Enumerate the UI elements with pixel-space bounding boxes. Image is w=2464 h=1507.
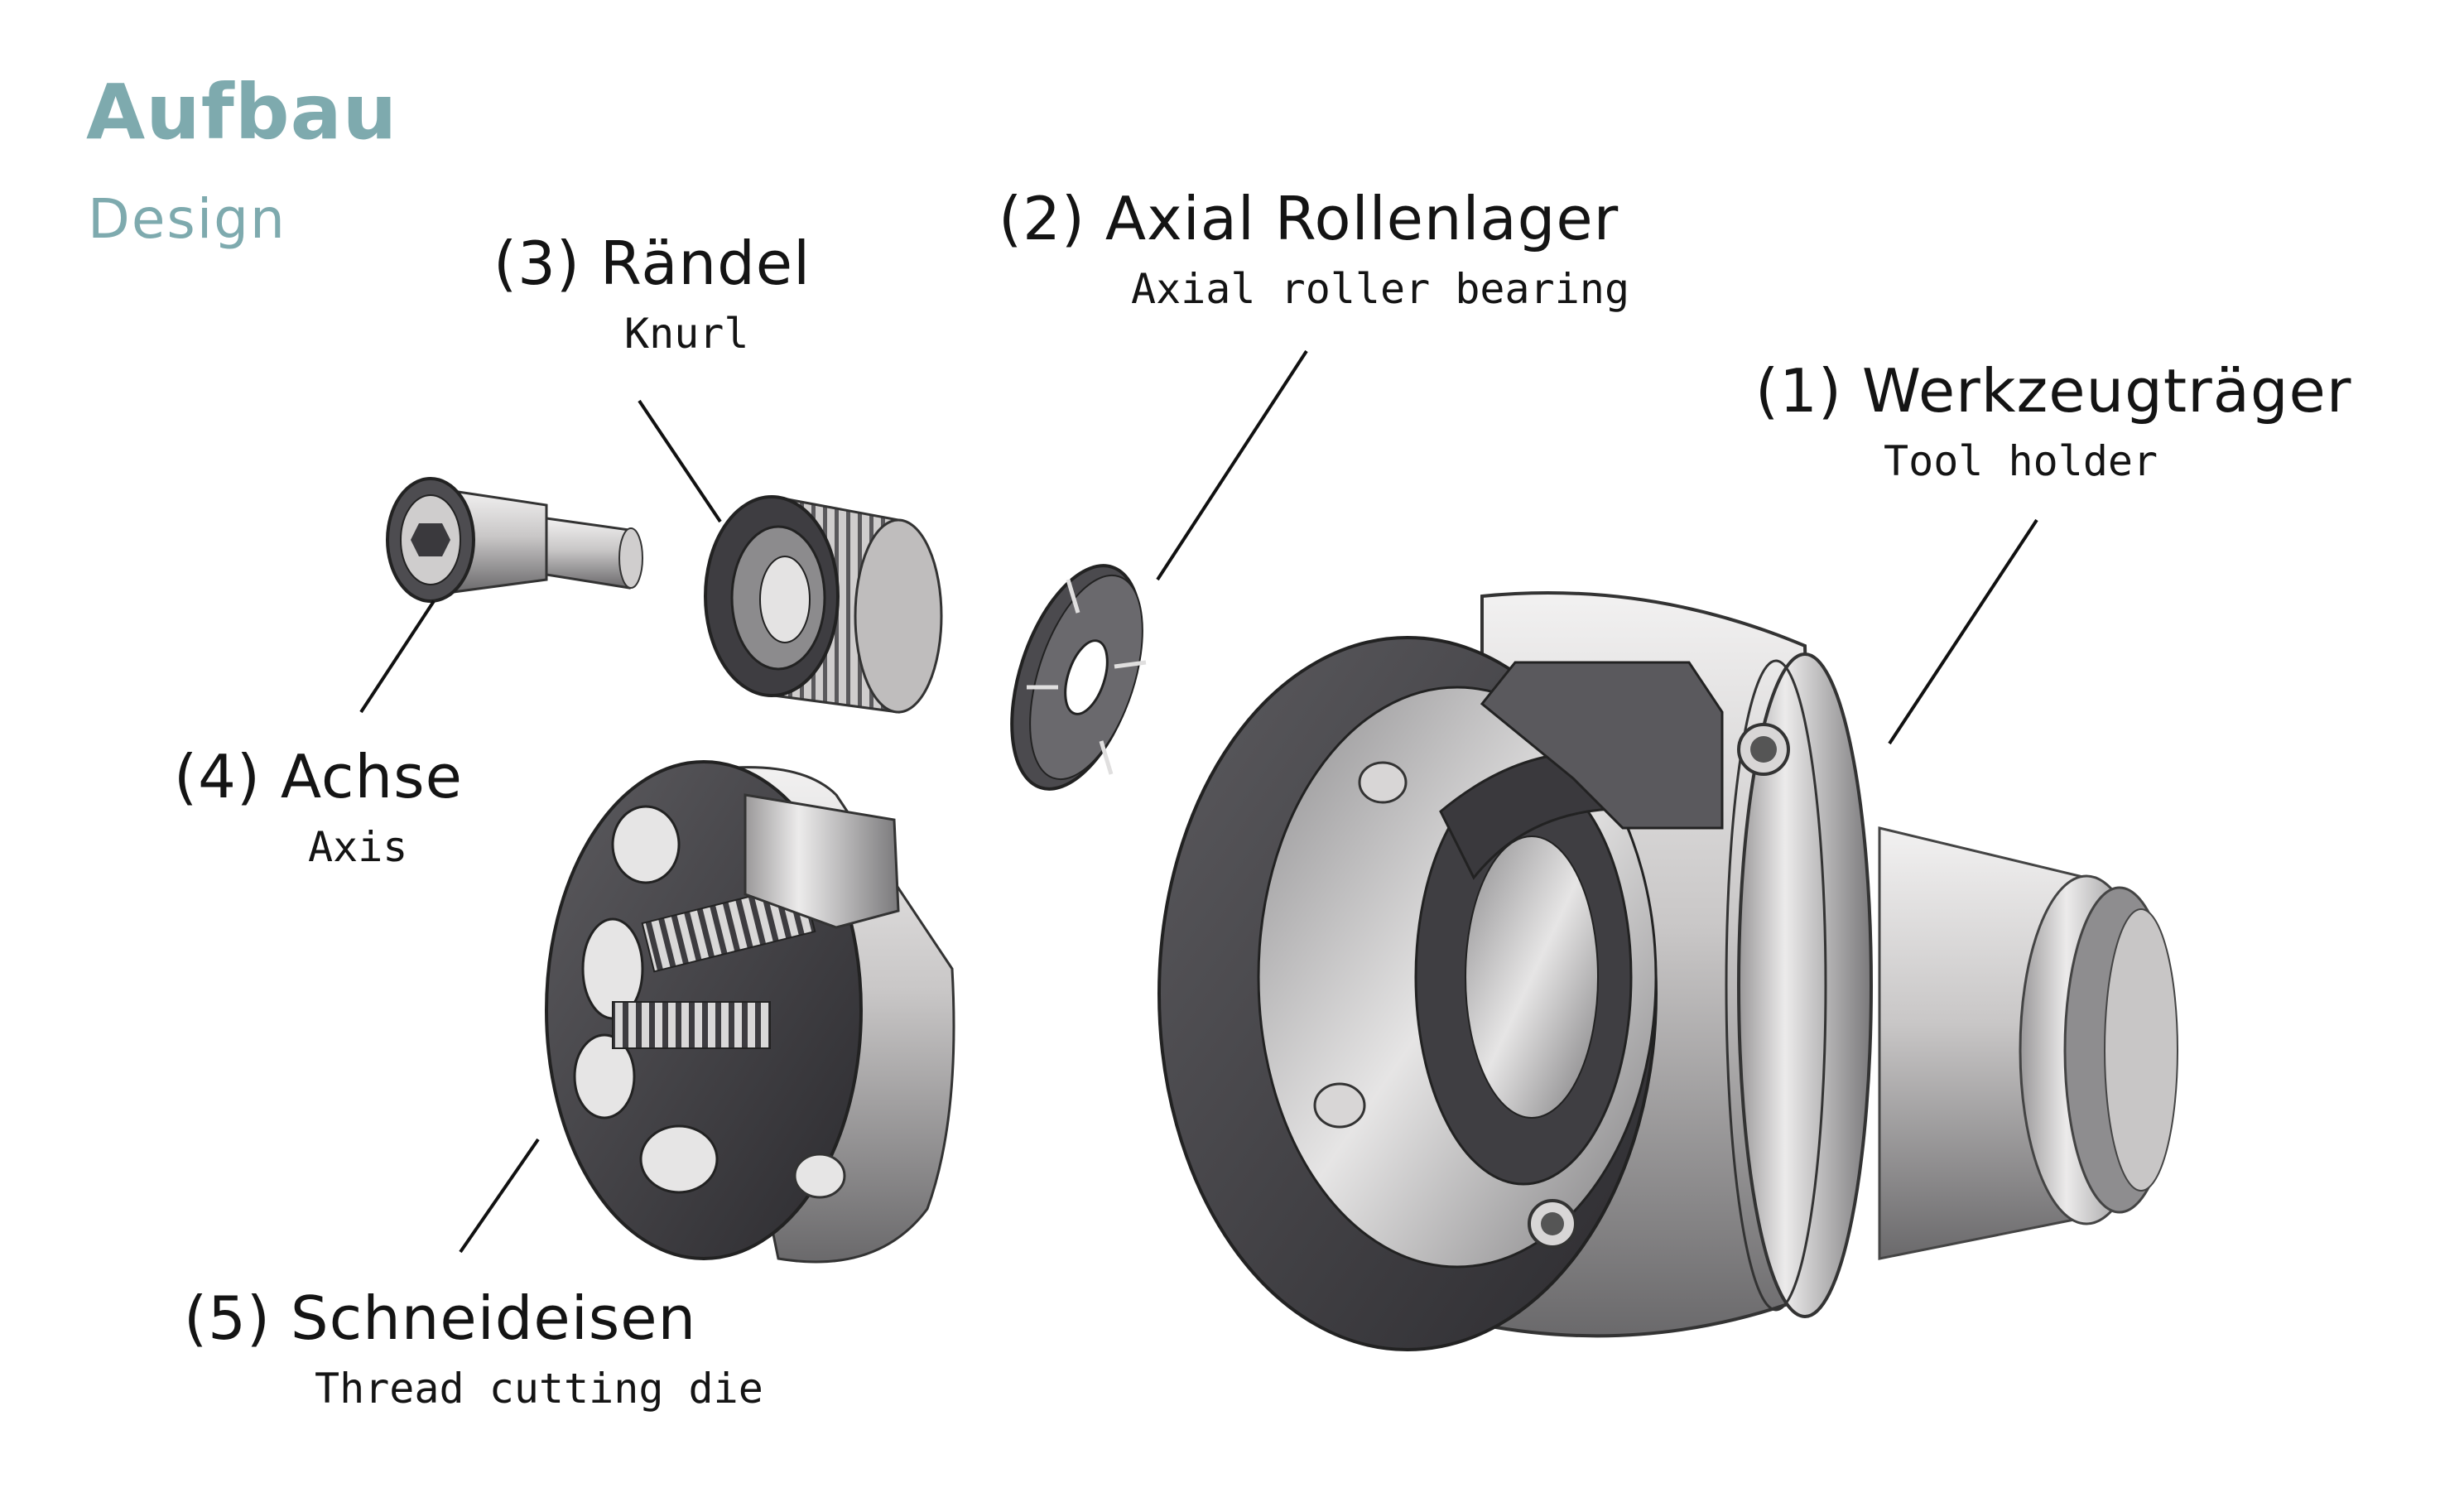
page-subtitle: Design <box>88 187 286 251</box>
label-de: (2) Axial Rollenlager <box>999 184 1619 253</box>
label-knurl: (3) Rändel Knurl <box>493 229 811 358</box>
label-en: Thread cutting die <box>315 1365 763 1413</box>
leader-line-tool-holder <box>1888 518 2038 745</box>
label-en: Axis <box>308 823 408 871</box>
page-title: Aufbau <box>86 68 398 156</box>
label-en: Knurl <box>624 310 749 358</box>
knurl-part <box>704 495 943 714</box>
thread-cutting-die-part <box>545 760 955 1264</box>
axial-roller-bearing-part <box>1010 564 1147 791</box>
label-de: (5) Schneideisen <box>184 1283 697 1353</box>
label-en: Axial roller bearing <box>1131 265 1630 313</box>
label-en: Tool holder <box>1884 437 2158 485</box>
label-thread-cutting-die: (5) Schneideisen Thread cutting die <box>184 1283 763 1413</box>
leader-line-knurl <box>638 399 722 523</box>
label-de: (3) Rändel <box>493 229 811 298</box>
label-de: (1) Werkzeugträger <box>1755 356 2352 426</box>
label-de: (4) Achse <box>174 742 463 811</box>
label-axis: (4) Achse Axis <box>174 742 463 871</box>
tool-holder-part <box>1157 591 2178 1351</box>
leader-line-axis <box>359 599 436 714</box>
label-tool-holder: (1) Werkzeugträger Tool holder <box>1755 356 2351 485</box>
axis-part <box>386 477 643 603</box>
leader-line-thread-cutting-die <box>459 1138 540 1254</box>
label-axial-roller-bearing: (2) Axial Rollenlager Axial roller beari… <box>999 184 1629 313</box>
leader-line-axial-roller-bearing <box>1156 349 1308 581</box>
